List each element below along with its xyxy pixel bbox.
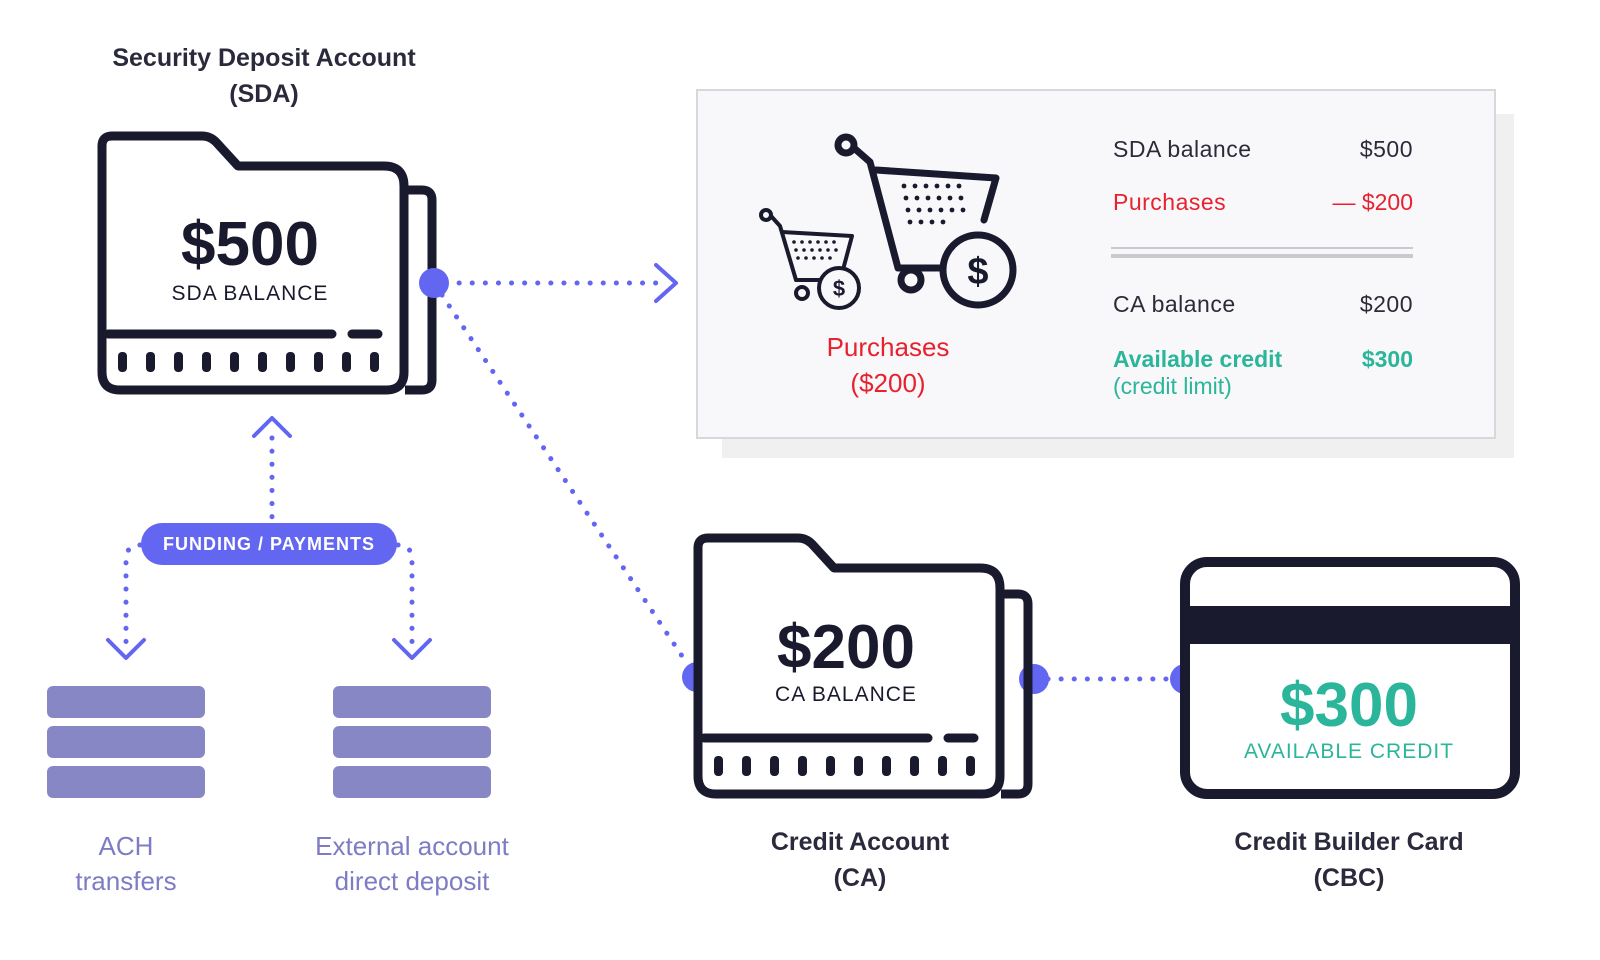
ledger-available-value: $300: [1362, 346, 1413, 372]
ca-balance-label: CA BALANCE: [775, 683, 917, 706]
sda-title-line1: Security Deposit Account: [112, 44, 416, 72]
arrowheads: [106, 263, 678, 660]
ledger-sda-value: $500: [1360, 136, 1413, 162]
arrow-right-icon: [654, 263, 678, 303]
ca-amount: $200: [777, 613, 915, 682]
ach-stack-icon: [47, 686, 205, 798]
ach-label-line1: ACH: [99, 831, 154, 861]
sda-amount: $500: [181, 210, 319, 279]
cbc-available-credit-label: AVAILABLE CREDIT: [1244, 740, 1454, 763]
ledger-ca-label: CA balance: [1113, 291, 1236, 317]
ledger-purchases-label: Purchases: [1113, 189, 1226, 215]
arrow-down-icon: [392, 638, 432, 660]
external-label-line2: direct deposit: [335, 866, 490, 896]
cbc-amount: $300: [1280, 671, 1418, 740]
cbc-title-line2: (CBC): [1314, 864, 1385, 892]
ca-title-line1: Credit Account: [771, 828, 950, 856]
external-label-line1: External account: [315, 831, 509, 861]
ca-folder-icon: [693, 533, 1033, 799]
arrow-down-icon: [106, 638, 146, 660]
large-cart-dollar-icon: $: [967, 251, 988, 293]
large-shopping-cart-icon: [834, 133, 1017, 309]
sda-folder-icon: [97, 131, 437, 395]
sda-connector-dot: [419, 268, 449, 298]
ledger-available-label: Available credit: [1113, 346, 1283, 372]
ledger-purchases-value: — $200: [1332, 189, 1413, 215]
funding-pill-label: FUNDING / PAYMENTS: [163, 534, 375, 554]
ledger-credit-limit-note: (credit limit): [1113, 373, 1232, 399]
small-shopping-cart-icon: [759, 208, 861, 310]
sda-title-line2: (SDA): [229, 80, 298, 108]
funding-payments-pill: FUNDING / PAYMENTS: [141, 523, 397, 565]
external-deposit-stack-icon: [333, 686, 491, 798]
ledger-total-divider: [1111, 247, 1413, 258]
panel-purchases-amount: ($200): [850, 368, 925, 398]
ca-title-line2: (CA): [834, 864, 887, 892]
ledger-ca-value: $200: [1360, 291, 1413, 317]
cbc-title-line1: Credit Builder Card: [1234, 828, 1463, 856]
arrow-up-icon: [252, 416, 292, 438]
credit-builder-card-icon: [1180, 557, 1520, 799]
panel-purchases-label: Purchases: [827, 332, 950, 362]
sda-balance-label: SDA BALANCE: [172, 282, 329, 305]
small-cart-dollar-icon: $: [833, 276, 845, 301]
connector-lines: [123, 280, 1173, 682]
ach-label-line2: transfers: [75, 866, 176, 896]
ledger-sda-label: SDA balance: [1113, 136, 1251, 162]
